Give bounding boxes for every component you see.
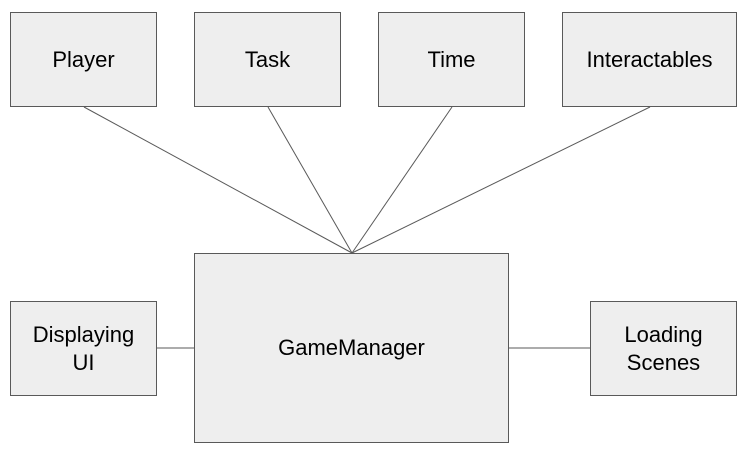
node-time: Time <box>378 12 525 107</box>
node-gamemanager: GameManager <box>194 253 509 443</box>
edge-task-gamemanager <box>267 106 353 254</box>
node-task: Task <box>194 12 341 107</box>
edge-time-gamemanager <box>351 106 453 254</box>
node-displaying-ui: Displaying UI <box>10 301 157 396</box>
edge-player-gamemanager <box>83 106 353 254</box>
node-player: Player <box>10 12 157 107</box>
edge-interactables-gamemanager <box>351 106 651 254</box>
node-interactables: Interactables <box>562 12 737 107</box>
node-loading-scenes: Loading Scenes <box>590 301 737 396</box>
